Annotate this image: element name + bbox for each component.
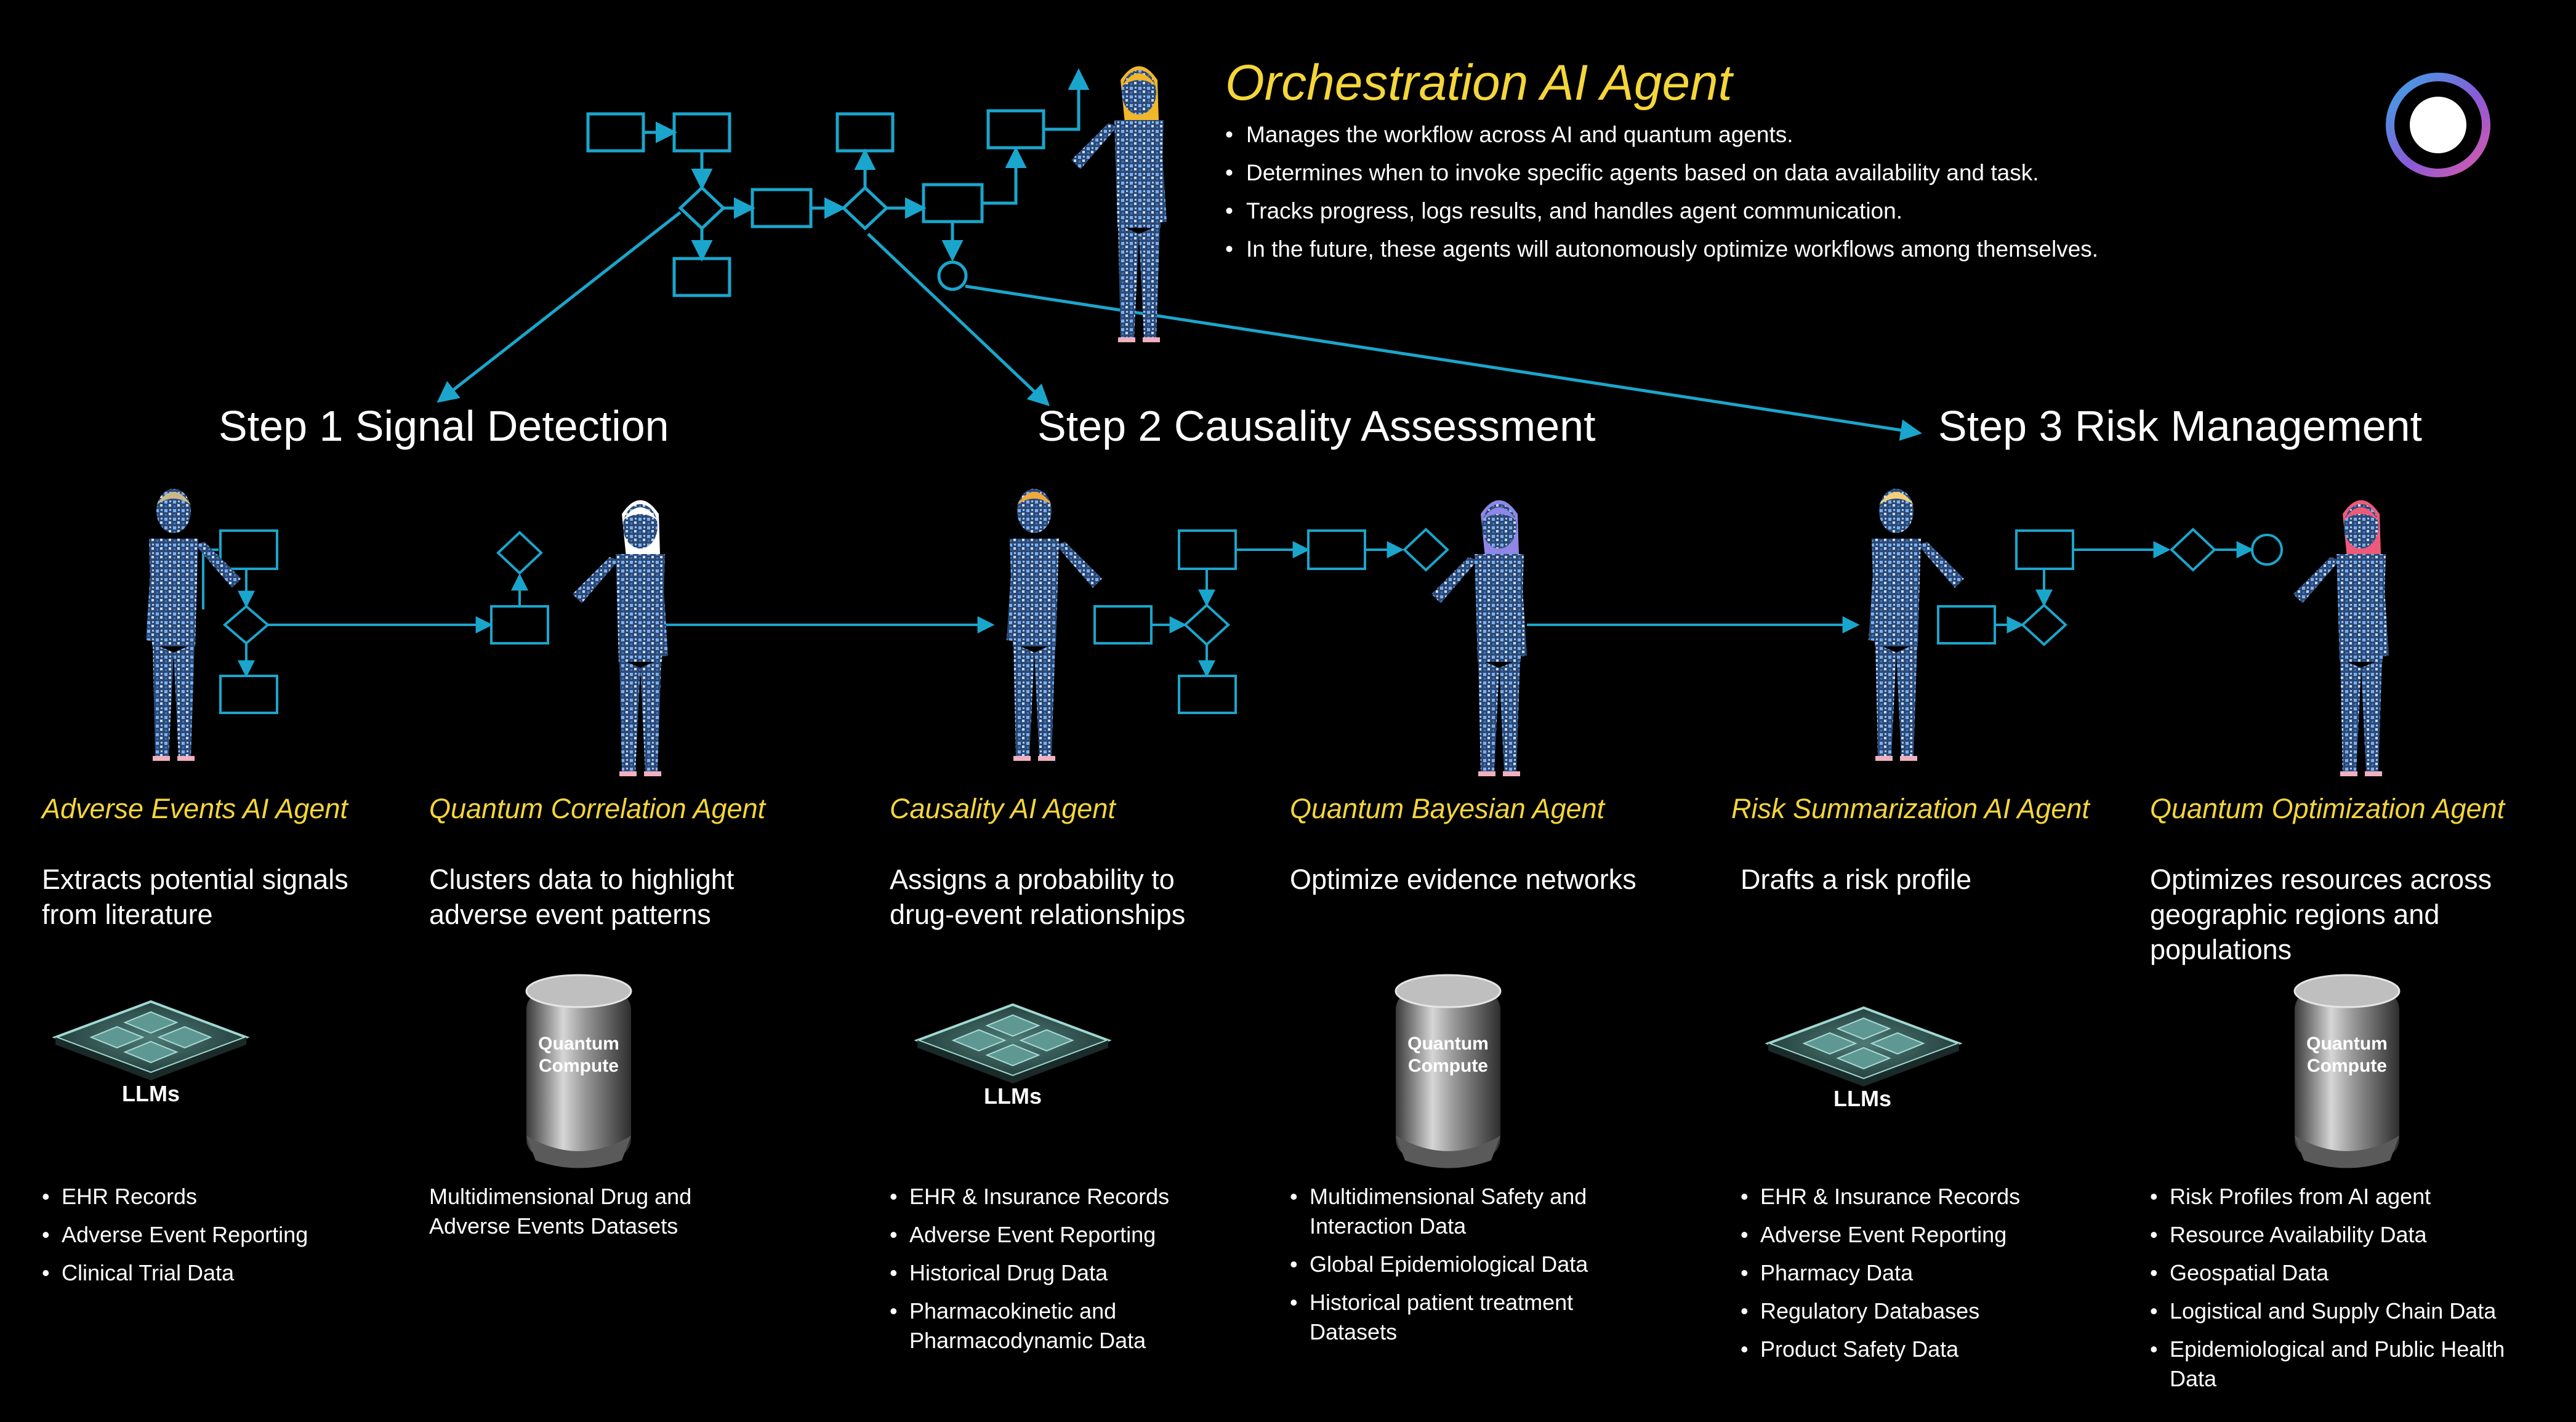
data-source: Geospatial Data (2150, 1258, 2544, 1288)
agent-name: Quantum Correlation Agent (429, 793, 766, 824)
agent-figure (1071, 66, 1167, 342)
agent-figure (1869, 489, 1964, 761)
step-3-heading: Step 3 Risk Management (1938, 402, 2422, 450)
agent-description: Extracts potential signals from literatu… (42, 864, 348, 930)
agent-3-data-list: EHR & Insurance Records Adverse Event Re… (890, 1182, 1210, 1364)
agent-description: Optimizes resources across geographic re… (2150, 864, 2492, 965)
resource-label: Compute (539, 1056, 619, 1076)
resource-label: Quantum (2306, 1034, 2388, 1054)
agent-description: Drafts a risk profile (1741, 864, 1972, 895)
agent-6-data-list: Risk Profiles from AI agent Resource Ava… (2150, 1182, 2544, 1402)
data-source: Pharmacokinetic and Pharmacodynamic Data (890, 1296, 1210, 1356)
resource-label: LLMs (984, 1083, 1042, 1109)
data-source: Pharmacy Data (1741, 1258, 2085, 1288)
data-source: Global Epidemiological Data (1290, 1250, 1635, 1279)
resource-label: Quantum (538, 1034, 619, 1054)
agent-description: Optimize evidence networks (1290, 864, 1636, 895)
agent-figure (2293, 500, 2389, 776)
agent-name: Adverse Events AI Agent (42, 793, 348, 824)
orchestration-flowchart (437, 68, 1922, 441)
llm-chip-icon (52, 1000, 250, 1080)
data-source: Logistical and Supply Chain Data (2150, 1296, 2544, 1326)
resource-label: LLMs (122, 1081, 180, 1106)
agent-2-data-list: Multidimensional Drug and Adverse Events… (429, 1182, 725, 1250)
orchestration-bullet: Determines when to invoke specific agent… (1225, 154, 2098, 192)
agent-figure (1007, 489, 1102, 761)
data-source: EHR Records (42, 1182, 436, 1211)
resource-label: LLMs (1833, 1086, 1891, 1111)
step-2-heading: Step 2 Causality Assessment (1037, 402, 1596, 450)
orchestration-bullets: Manages the workflow across AI and quant… (1225, 116, 2098, 268)
data-source: Product Safety Data (1741, 1335, 2085, 1364)
data-source: EHR & Insurance Records (1741, 1182, 2085, 1211)
agent-flow-lines (202, 528, 2283, 714)
data-source: Multidimensional Drug and Adverse Events… (429, 1184, 692, 1239)
data-source: Clinical Trial Data (42, 1258, 436, 1288)
data-source: Regulatory Databases (1741, 1296, 2085, 1326)
data-source: Historical Drug Data (890, 1258, 1210, 1288)
data-source: Adverse Event Reporting (42, 1220, 436, 1250)
data-source: Adverse Event Reporting (1741, 1220, 2085, 1250)
agent-figures (146, 66, 2389, 776)
orchestration-bullet: In the future, these agents will autonom… (1225, 230, 2098, 268)
agent-5-data-list: EHR & Insurance Records Adverse Event Re… (1741, 1182, 2085, 1373)
data-source: Resource Availability Data (2150, 1220, 2544, 1250)
agent-name: Causality AI Agent (890, 793, 1116, 824)
agent-figure (573, 500, 668, 776)
resource-label: Compute (1408, 1056, 1488, 1076)
agent-name: Quantum Optimization Agent (2150, 793, 2505, 824)
data-source: Adverse Event Reporting (890, 1220, 1210, 1250)
data-source: EHR & Insurance Records (890, 1182, 1210, 1211)
data-source: Risk Profiles from AI agent (2150, 1182, 2544, 1211)
data-source: Multidimensional Safety and Interaction … (1290, 1182, 1635, 1241)
logo-icon (2386, 73, 2490, 177)
agent-name: Risk Summarization AI Agent (1731, 793, 2090, 824)
data-source: Epidemiological and Public Health Data (2150, 1335, 2544, 1394)
agent-figure (1431, 500, 1527, 776)
orchestration-bullet: Manages the workflow across AI and quant… (1225, 116, 2098, 154)
data-source: Historical patient treatment Datasets (1290, 1288, 1635, 1347)
compute-resources: QuantumComputeQuantumComputeQuantumCompu… (52, 974, 2401, 1168)
llm-chip-icon (914, 1003, 1112, 1083)
agent-name: Quantum Bayesian Agent (1290, 793, 1605, 824)
agent-4-data-list: Multidimensional Safety and Interaction … (1290, 1182, 1635, 1356)
step-1-heading: Step 1 Signal Detection (219, 402, 669, 450)
orchestration-title: Orchestration AI Agent (1225, 55, 1733, 111)
llm-chip-icon (1765, 1006, 1963, 1087)
agent-description: Assigns a probability to drug-event rela… (890, 864, 1186, 930)
agent-1-data-list: EHR Records Adverse Event Reporting Clin… (42, 1182, 436, 1296)
orchestration-bullet: Tracks progress, logs results, and handl… (1225, 192, 2098, 230)
resource-label: Quantum (1407, 1034, 1489, 1054)
agent-figure (146, 489, 241, 761)
agent-description: Clusters data to highlight adverse event… (429, 864, 735, 930)
resource-label: Compute (2307, 1056, 2387, 1076)
